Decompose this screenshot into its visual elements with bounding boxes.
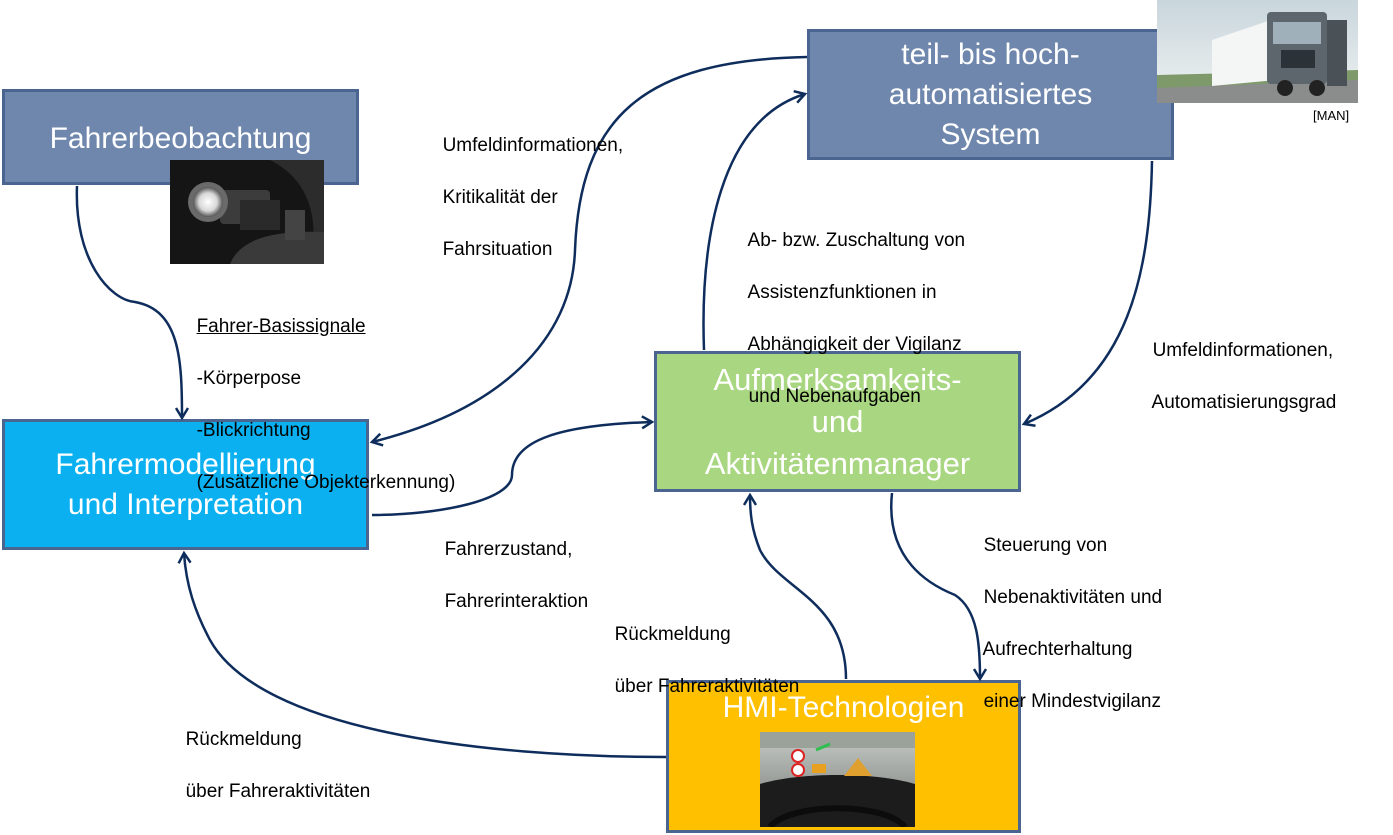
umfeld-right-line: Automatisierungsgrad <box>1151 392 1337 413</box>
basissignale-label: Fahrer-Basissignale -Körperpose -Blickri… <box>186 288 456 496</box>
basissignale-title: Fahrer-Basissignale <box>196 316 366 337</box>
attention-manager-box: Aufmerksamkeits- und Aktivitätenmanager <box>654 351 1021 492</box>
zuschaltung-line: Assistenzfunktionen in <box>747 282 937 303</box>
umfeld-left-line: Kritikalität der <box>442 187 558 208</box>
rueckmeldung-left-line: Rückmeldung <box>185 729 302 750</box>
arrow-observation-to-model <box>75 185 182 418</box>
driver-camera-photo <box>170 160 324 264</box>
basissignale-item: (Zusätzliche Objekterkennung) <box>196 472 456 493</box>
automated-system-box: teil- bis hoch- automatisiertes System <box>807 29 1174 160</box>
arrow-hmi-to-model <box>184 553 667 759</box>
model-title-line2: und Interpretation <box>67 487 304 521</box>
model-title-line1: Fahrermodellierung <box>55 447 316 481</box>
umfeld-left-line: Fahrsituation <box>442 239 553 260</box>
fahrerzustand-label: Fahrerzustand, Fahrerinteraktion <box>434 511 589 615</box>
arrow-manager-to-system <box>702 94 805 351</box>
rueckmeldung-left-label: Rückmeldung über Fahreraktivitäten <box>175 701 371 805</box>
rueckmeldung-mid-line: über Fahreraktivitäten <box>614 676 800 697</box>
manager-title-line1: Aufmerksamkeits- <box>713 361 962 397</box>
umfeld-left-label: Umfeldinformationen, Kritikalität der Fa… <box>432 107 624 263</box>
arrow-model-to-manager <box>371 422 652 517</box>
umfeld-left-line: Umfeldinformationen, <box>442 135 624 156</box>
system-title-line2: automatisiertes <box>888 77 1093 111</box>
arrow-hmi-to-manager <box>750 495 848 680</box>
zuschaltung-line: Abhängigkeit der Vigilanz <box>747 334 962 355</box>
system-title-line3: System <box>940 117 1041 151</box>
fahrerzustand-line: Fahrerzustand, <box>444 539 573 560</box>
image-credit: [MAN] <box>1313 108 1350 123</box>
steuerung-line: Nebenaktivitäten und <box>983 587 1163 608</box>
hmi-title: HMI-Technologien <box>722 691 965 724</box>
arrow-manager-to-hmi <box>890 492 980 679</box>
rueckmeldung-mid-line: Rückmeldung <box>614 624 731 645</box>
zuschaltung-line: Ab- bzw. Zuschaltung von <box>747 230 966 251</box>
basissignale-item: -Blickrichtung <box>196 420 311 441</box>
manager-title-line3: Aktivitätenmanager <box>704 445 971 481</box>
umfeld-right-line: Umfeldinformationen, <box>1152 340 1334 361</box>
hmi-dashboard-photo <box>760 732 915 827</box>
umfeld-right-label: Umfeldinformationen, Automatisierungsgra… <box>1142 312 1337 416</box>
truck-photo <box>1157 0 1358 103</box>
steuerung-line: Steuerung von <box>983 535 1108 556</box>
zuschaltung-label: Ab- bzw. Zuschaltung von Assistenzfunkti… <box>738 202 966 410</box>
zuschaltung-line: und Nebenaufgaben <box>748 386 921 407</box>
manager-title-line2: und <box>811 403 864 439</box>
steuerung-label: Steuerung von Nebenaktivitäten und Aufre… <box>973 507 1163 715</box>
driver-model-box: Fahrermodellierung und Interpretation <box>2 419 369 550</box>
system-title-line1: teil- bis hoch- <box>901 37 1080 71</box>
arrow-system-to-model <box>372 55 808 442</box>
steuerung-line: einer Mindestvigilanz <box>983 691 1161 712</box>
rueckmeldung-left-line: über Fahreraktivitäten <box>185 781 371 802</box>
basissignale-item: -Körperpose <box>196 368 302 389</box>
steuerung-line: Aufrechterhaltung <box>982 639 1133 660</box>
arrow-system-to-manager <box>1024 160 1154 424</box>
fahrerzustand-line: Fahrerinteraktion <box>444 591 589 612</box>
fahrerbeobachtung-title: Fahrerbeobachtung <box>49 122 312 155</box>
rueckmeldung-mid-label: Rückmeldung über Fahreraktivitäten <box>604 596 800 700</box>
